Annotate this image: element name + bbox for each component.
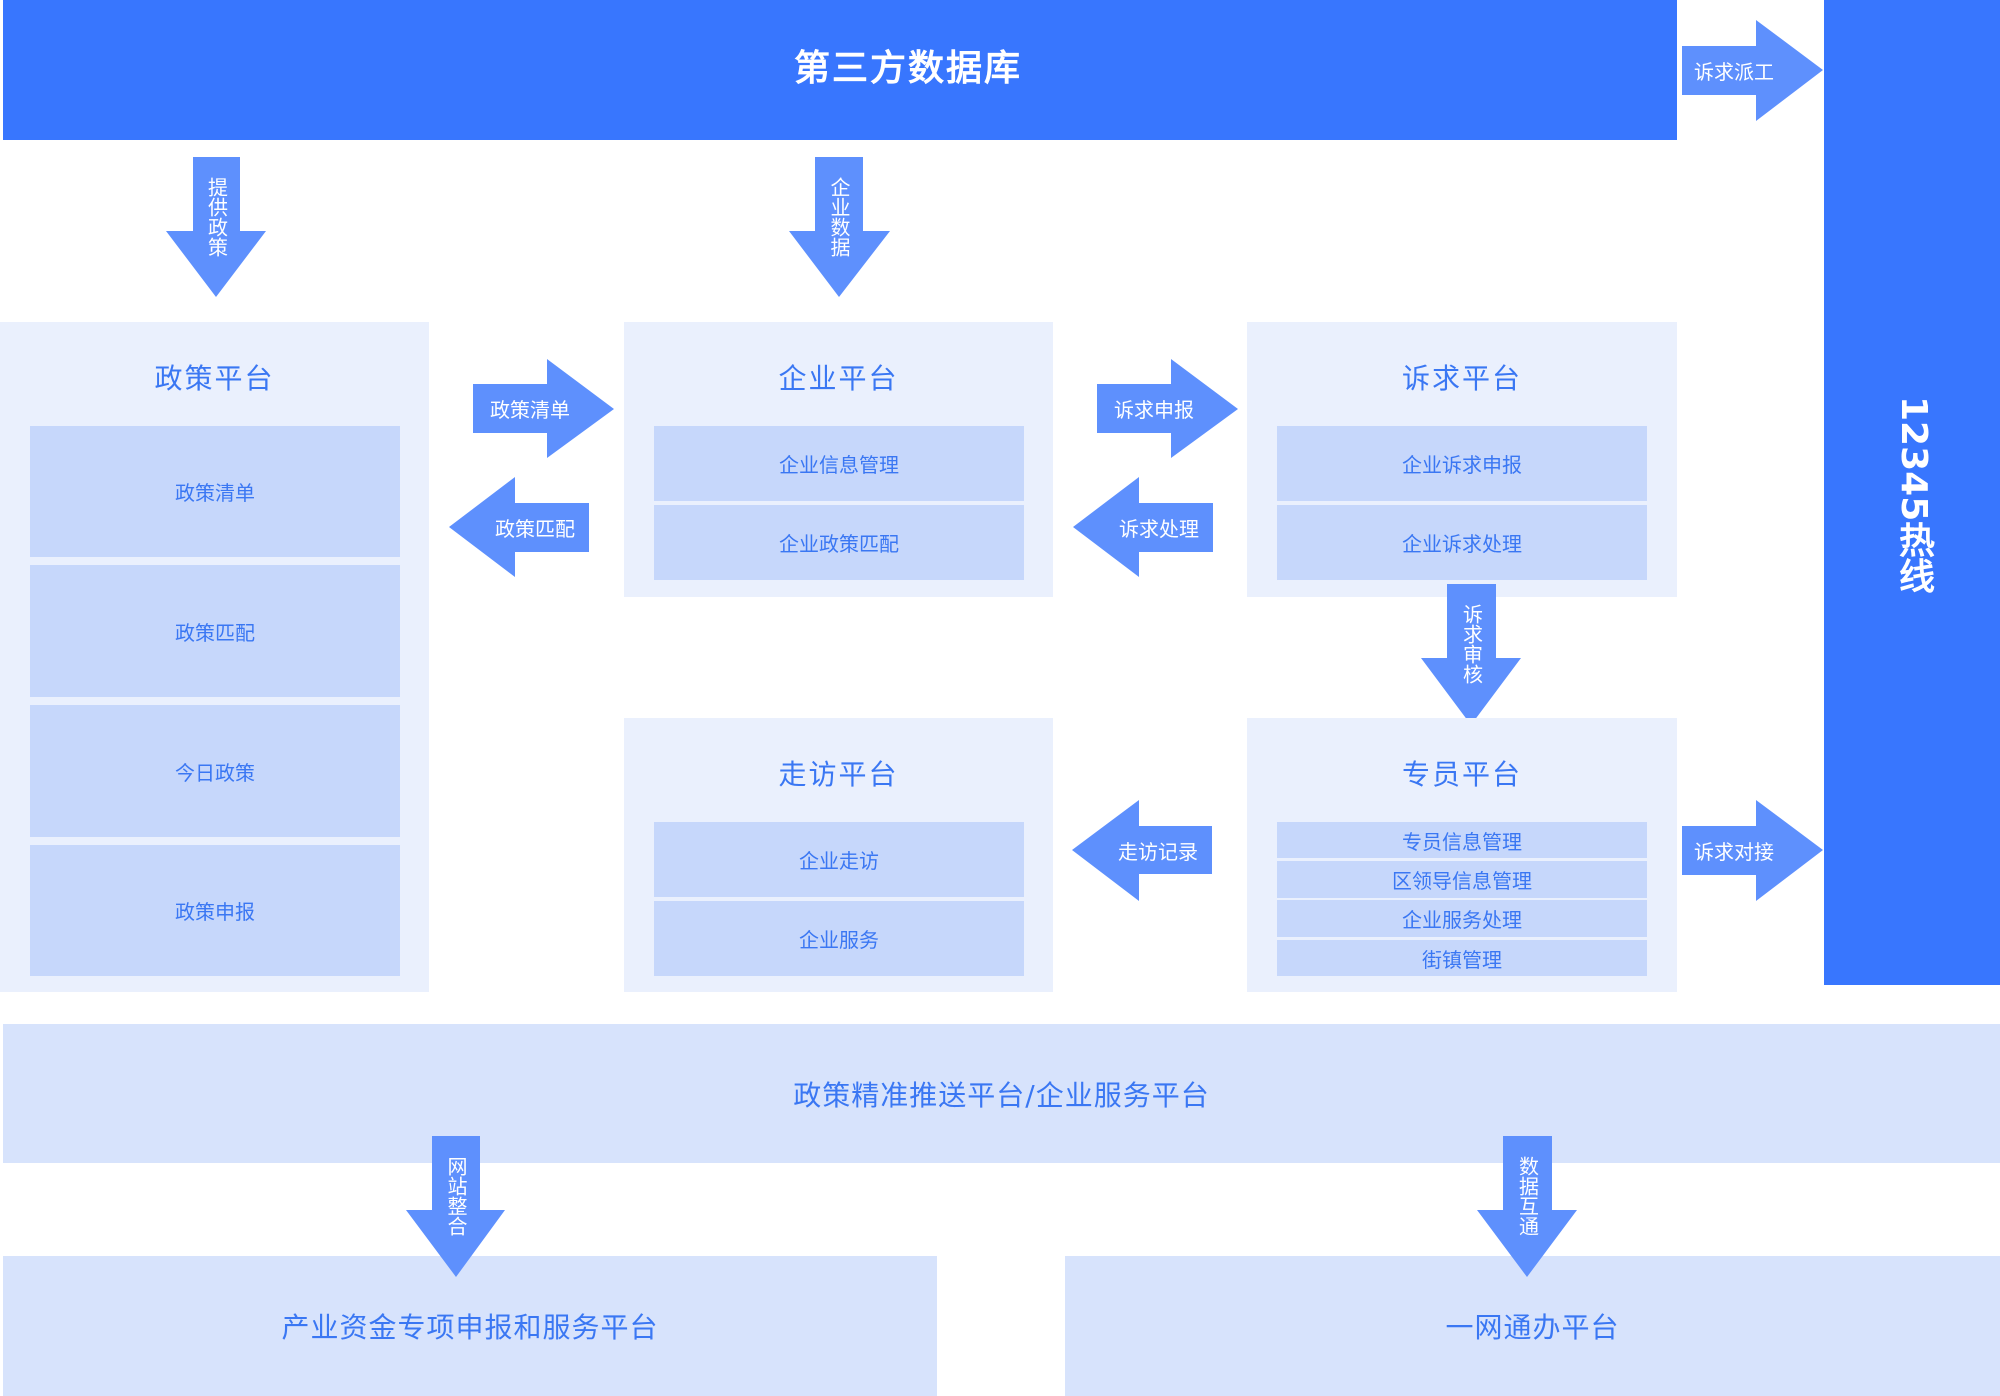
- one-network-platform[interactable]: 一网通办平台: [1065, 1256, 2000, 1396]
- visit-platform-panel: 走访平台 企业走访 企业服务: [624, 718, 1053, 992]
- arrow-left-icon: [449, 477, 589, 577]
- appeal-review-arrow: 诉求审核: [1421, 584, 1521, 725]
- enterprise-platform-title: 企业平台: [778, 362, 899, 395]
- specialist-platform-panel: 专员平台 专员信息管理 区领导信息管理 企业服务处理 街镇管理: [1247, 718, 1677, 992]
- enterprise-data-arrow: 企业数据: [789, 157, 890, 297]
- visit-record-label: 走访记录: [1118, 839, 1198, 864]
- appeal-dispatch-arrow: 诉求派工: [1682, 20, 1824, 121]
- visit-item[interactable]: 企业走访: [654, 822, 1024, 897]
- specialist-item[interactable]: 区领导信息管理: [1277, 861, 1647, 898]
- data-interconnect-label: 数据互通: [1515, 1156, 1540, 1236]
- enterprise-data-label: 企业数据: [827, 177, 851, 257]
- arrow-right-icon: [1682, 20, 1823, 121]
- third-party-database-title: 第三方数据库: [794, 48, 1023, 89]
- appeal-handle-arrow: 诉求处理: [1073, 477, 1213, 577]
- hotline-bar: 12345热线: [1824, 0, 2000, 985]
- provide-policy-label: 提供政策: [204, 177, 229, 257]
- appeal-connect-label: 诉求对接: [1694, 840, 1774, 864]
- appeal-review-label: 诉求审核: [1459, 604, 1484, 684]
- policy-item[interactable]: 政策申报: [30, 845, 400, 976]
- industry-fund-platform[interactable]: 产业资金专项申报和服务平台: [3, 1256, 937, 1396]
- policy-match-arrow: 政策匹配: [449, 477, 589, 577]
- arrow-down-icon: [789, 157, 890, 297]
- arrow-right-icon: [473, 359, 614, 458]
- appeal-report-arrow: 诉求申报: [1097, 359, 1238, 458]
- data-interconnect-arrow: 数据互通: [1477, 1136, 1577, 1277]
- appeal-connect-arrow: 诉求对接: [1682, 800, 1823, 901]
- appeal-item[interactable]: 企业诉求申报: [1277, 426, 1647, 501]
- specialist-item[interactable]: 企业服务处理: [1277, 900, 1647, 937]
- policy-item[interactable]: 政策清单: [30, 426, 400, 557]
- enterprise-item[interactable]: 企业信息管理: [654, 426, 1024, 501]
- specialist-item[interactable]: 街镇管理: [1277, 940, 1647, 976]
- policy-platform-title: 政策平台: [154, 362, 275, 395]
- policy-match-label: 政策匹配: [495, 517, 575, 541]
- policy-item[interactable]: 今日政策: [30, 705, 400, 837]
- arrow-left-icon: [1072, 800, 1212, 901]
- visit-record-arrow: 走访记录: [1072, 800, 1212, 901]
- arrow-down-icon: [1477, 1136, 1577, 1277]
- website-integration-label: 网站整合: [444, 1156, 468, 1236]
- visit-item[interactable]: 企业服务: [654, 901, 1024, 976]
- specialist-item[interactable]: 专员信息管理: [1277, 822, 1647, 858]
- third-party-database-bar: 第三方数据库: [3, 0, 1677, 140]
- arrow-down-icon: [406, 1136, 505, 1277]
- arrow-right-icon: [1682, 800, 1823, 901]
- policy-push-enterprise-service-platform[interactable]: 政策精准推送平台/企业服务平台: [3, 1024, 2000, 1163]
- enterprise-platform-panel: 企业平台 企业信息管理 企业政策匹配: [624, 322, 1053, 597]
- policy-list-label: 政策清单: [490, 398, 570, 422]
- arrow-down-icon: [1421, 584, 1521, 725]
- appeal-platform-panel: 诉求平台 企业诉求申报 企业诉求处理: [1247, 322, 1677, 597]
- arrow-down-icon: [166, 157, 266, 297]
- website-integration-arrow: 网站整合: [406, 1136, 505, 1277]
- provide-policy-arrow: 提供政策: [166, 157, 266, 297]
- appeal-report-label: 诉求申报: [1114, 398, 1194, 422]
- appeal-platform-title: 诉求平台: [1401, 362, 1522, 395]
- policy-item[interactable]: 政策匹配: [30, 565, 400, 697]
- visit-platform-title: 走访平台: [778, 758, 899, 791]
- arrow-right-icon: [1097, 359, 1238, 458]
- policy-platform-panel: 政策平台 政策清单 政策匹配 今日政策 政策申报: [0, 322, 429, 992]
- appeal-dispatch-label: 诉求派工: [1694, 60, 1774, 84]
- specialist-platform-title: 专员平台: [1401, 758, 1522, 791]
- arrow-left-icon: [1073, 477, 1213, 577]
- appeal-item[interactable]: 企业诉求处理: [1277, 505, 1647, 580]
- appeal-handle-label: 诉求处理: [1119, 517, 1199, 541]
- enterprise-item[interactable]: 企业政策匹配: [654, 505, 1024, 580]
- policy-list-arrow: 政策清单: [473, 359, 614, 458]
- hotline-title: 12345热线: [1893, 396, 1934, 594]
